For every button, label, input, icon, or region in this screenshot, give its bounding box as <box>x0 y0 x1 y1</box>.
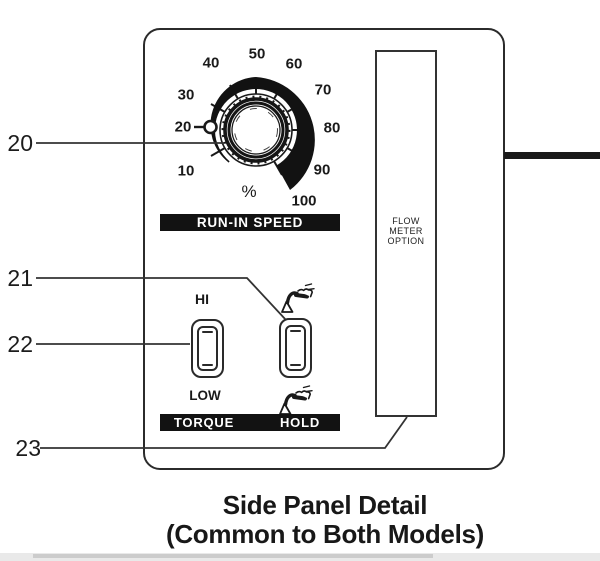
callout-number-23: 23 <box>15 435 41 461</box>
torque-switch <box>191 319 224 378</box>
hold-group-label: HOLD <box>279 415 321 430</box>
callout-number-21: 21 <box>7 265 33 291</box>
flow-meter-option-label: FLOW METER OPTION <box>375 216 437 246</box>
dial-label-70: 70 <box>314 81 332 99</box>
flow-meter-line-1: FLOW <box>392 216 420 226</box>
flow-meter-line-2: METER <box>389 226 423 236</box>
torque-hi-label: HI <box>195 291 209 307</box>
torch-icon-bottom <box>278 384 314 416</box>
torque-switch-rocker <box>197 326 218 371</box>
flow-meter-option-box <box>375 50 437 417</box>
dial-20-marker <box>194 119 218 135</box>
hold-switch <box>279 318 312 378</box>
callout-number-22: 22 <box>7 331 33 357</box>
cord-line <box>504 152 600 159</box>
callout-lines <box>36 142 408 449</box>
torque-low-label: LOW <box>189 388 221 403</box>
dial-label-100: 100 <box>291 192 317 210</box>
torch-icon-top <box>280 282 316 314</box>
torque-group-label: TORQUE <box>173 415 235 430</box>
run-in-speed-label-bar: RUN-IN SPEED <box>160 214 340 231</box>
callout-number-20: 20 <box>7 130 33 156</box>
dial-label-20: 20 <box>174 118 192 136</box>
caption-line-2: (Common to Both Models) <box>165 519 485 549</box>
dial-label-50: 50 <box>248 45 266 63</box>
dial-label-40: 40 <box>202 54 220 72</box>
dial-percent-label: % <box>241 182 257 201</box>
dial-label-80: 80 <box>323 119 341 137</box>
speed-knob <box>219 93 293 167</box>
side-panel-outline <box>143 28 505 470</box>
caption-line-1: Side Panel Detail <box>222 490 428 520</box>
hold-switch-rocker <box>285 325 306 371</box>
run-in-speed-label: RUN-IN SPEED <box>196 215 304 230</box>
dial-label-90: 90 <box>313 161 331 179</box>
dial-arc <box>210 77 315 190</box>
torque-hold-label-bar: TORQUE HOLD <box>160 414 340 431</box>
bottom-scan-smudge <box>33 554 433 558</box>
dial-label-10: 10 <box>177 162 195 180</box>
dial-label-30: 30 <box>177 86 195 104</box>
dial-label-60: 60 <box>285 55 303 73</box>
figure-caption: Side Panel Detail (Common to Both Models… <box>140 491 510 549</box>
flow-meter-line-3: OPTION <box>387 236 425 246</box>
